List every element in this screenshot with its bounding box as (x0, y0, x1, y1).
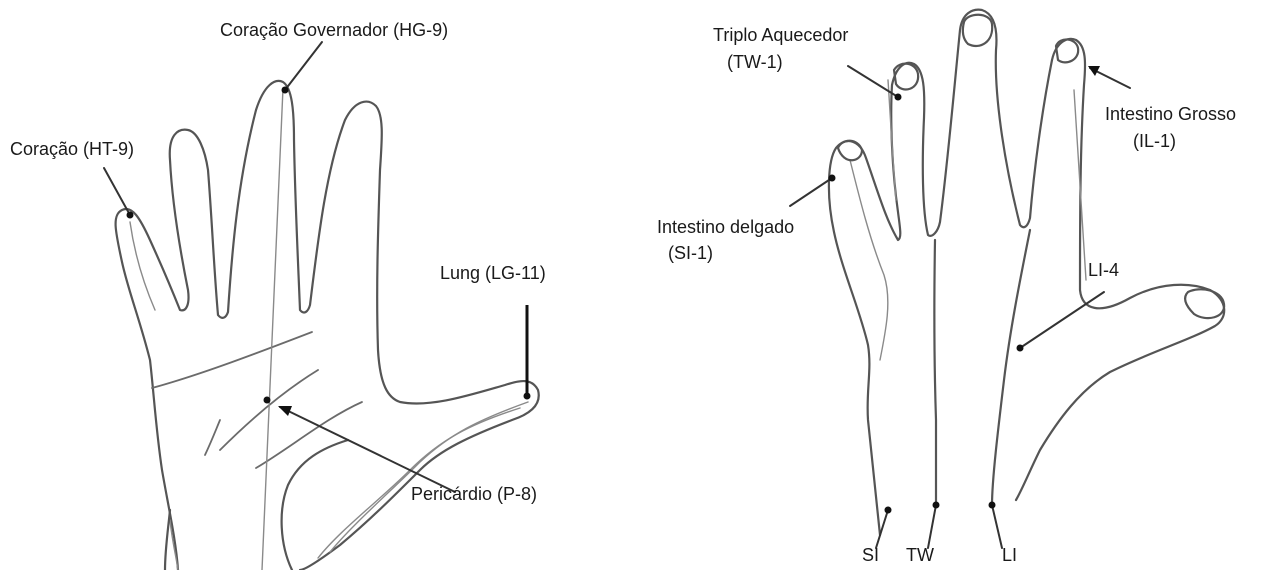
hg9-point (282, 87, 289, 94)
label-tw1-line1: Triplo Aquecedor (713, 25, 848, 45)
si-point (885, 507, 892, 514)
back-hand-outline (829, 10, 1224, 535)
ht9-point (127, 212, 134, 219)
p8-point (264, 397, 271, 404)
palm-meridian-line (262, 88, 283, 570)
tw1-leader (848, 66, 898, 97)
label-tw: TW (906, 545, 934, 565)
label-p8: Pericárdio (P-8) (411, 484, 537, 504)
label-hg9: Coração Governador (HG-9) (220, 20, 448, 40)
ht9-leader (104, 168, 130, 215)
tw-leader (928, 505, 936, 548)
li-point (989, 502, 996, 509)
tw1-point (895, 94, 902, 101)
label-si1-line1: Intestino delgado (657, 217, 794, 237)
tw-point (933, 502, 940, 509)
label-lg11: Lung (LG-11) (440, 263, 546, 283)
label-il1-line1: Intestino Grosso (1105, 104, 1236, 124)
back-points (790, 66, 1130, 548)
li4-leader (1020, 292, 1104, 348)
label-si: SI (862, 545, 879, 565)
p8-leader (280, 407, 455, 492)
label-tw1-line2: (TW-1) (727, 52, 783, 72)
si1-point (829, 175, 836, 182)
label-il1-line2: (IL-1) (1133, 131, 1176, 151)
li-leader (992, 505, 1002, 548)
p8-arrowhead (278, 406, 292, 416)
si1-leader (790, 178, 832, 206)
hg9-leader (285, 42, 322, 90)
label-si1-line2: (SI-1) (668, 243, 713, 263)
label-li: LI (1002, 545, 1017, 565)
label-ht9: Coração (HT-9) (10, 139, 134, 159)
lg11-point (524, 393, 531, 400)
li4-point (1017, 345, 1024, 352)
label-li4: LI-4 (1088, 260, 1119, 280)
